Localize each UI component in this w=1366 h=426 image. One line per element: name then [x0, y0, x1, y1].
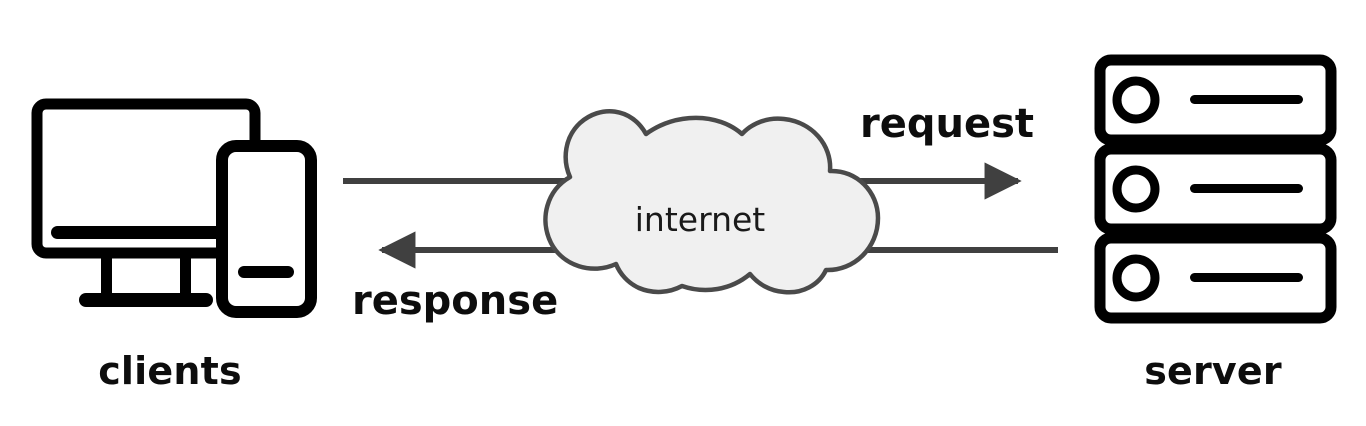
devices-monitor-phone-icon — [31, 98, 317, 318]
cloud-shape — [543, 109, 881, 295]
server-unit-3-slot — [1190, 273, 1303, 282]
server-unit-2-led — [1112, 165, 1160, 213]
internet-label: internet — [634, 200, 766, 239]
phone-frame — [216, 140, 317, 318]
server-unit-3-led — [1112, 254, 1160, 302]
response-label: response — [352, 278, 559, 324]
phone-home-bar — [238, 266, 294, 278]
monitor-stand-base — [79, 293, 213, 307]
server-unit-2-slot — [1190, 184, 1303, 193]
server-unit-1-led — [1112, 76, 1160, 124]
monitor-stand-left-leg — [101, 253, 112, 296]
clients-label: clients — [98, 349, 242, 393]
monitor-screen-bar — [51, 226, 243, 239]
cloud-icon — [543, 109, 881, 295]
request-label: request — [860, 101, 1035, 147]
server-rack-icon — [1094, 54, 1337, 324]
server-unit-1-slot — [1190, 95, 1303, 104]
server-label: server — [1144, 349, 1282, 393]
monitor-stand-right-leg — [180, 253, 191, 296]
